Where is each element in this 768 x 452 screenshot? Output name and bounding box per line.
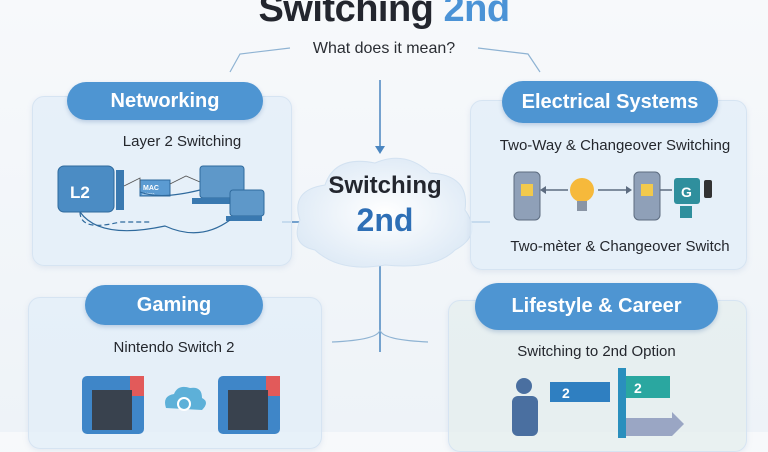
l2-label: L2 — [70, 183, 90, 202]
l2-switch-icon — [57, 165, 115, 213]
title-accent: 2nd — [443, 0, 510, 30]
page-title: Switching 2nd — [0, 0, 768, 31]
center-line1: Switching — [328, 172, 442, 199]
sign-post — [618, 368, 626, 438]
gaming-caption: Nintendo Switch 2 — [113, 339, 235, 356]
gaming-pill: Gaming — [85, 285, 263, 325]
electrical-illustration: G — [513, 171, 712, 221]
title-main: Switching — [258, 0, 434, 30]
arrow-top-head — [375, 146, 385, 154]
network-switch-illustration: L2 MAC address — [57, 165, 265, 234]
center-line2: 2nd — [356, 202, 414, 238]
gaming-illustration — [82, 376, 280, 434]
generator-icon — [674, 178, 700, 204]
connector-left — [229, 47, 291, 73]
networking-pill: Networking — [67, 82, 263, 120]
sign-right — [626, 376, 670, 398]
center-cloud — [296, 157, 473, 268]
sign-left-label: 2 — [562, 385, 570, 401]
electrical-caption-2: Two-mèter & Changeover Switch — [510, 238, 730, 255]
connector-right — [477, 47, 541, 73]
generator-label: G — [681, 184, 692, 200]
sign-left — [550, 382, 610, 402]
sign-right-label: 2 — [634, 380, 642, 396]
arrow-bottom-base — [331, 329, 429, 343]
electrical-caption: Two-Way & Changeover Switching — [499, 137, 731, 154]
light-bulb-icon — [570, 178, 594, 202]
signpost-illustration: 2 2 — [512, 368, 684, 438]
mac-label: MAC — [143, 185, 159, 192]
electrical-pill: Electrical Systems — [502, 81, 718, 123]
lifestyle-pill: Lifestyle & Career — [475, 283, 718, 330]
networking-caption: Layer 2 Switching — [122, 133, 242, 150]
center-label: Switching 2nd — [300, 172, 470, 239]
computer-icon-2 — [229, 189, 265, 217]
direction-arrow — [626, 412, 684, 436]
person-icon — [516, 378, 532, 394]
subtitle: What does it mean? — [312, 40, 456, 57]
lifestyle-caption: Switching to 2nd Option — [517, 343, 676, 360]
